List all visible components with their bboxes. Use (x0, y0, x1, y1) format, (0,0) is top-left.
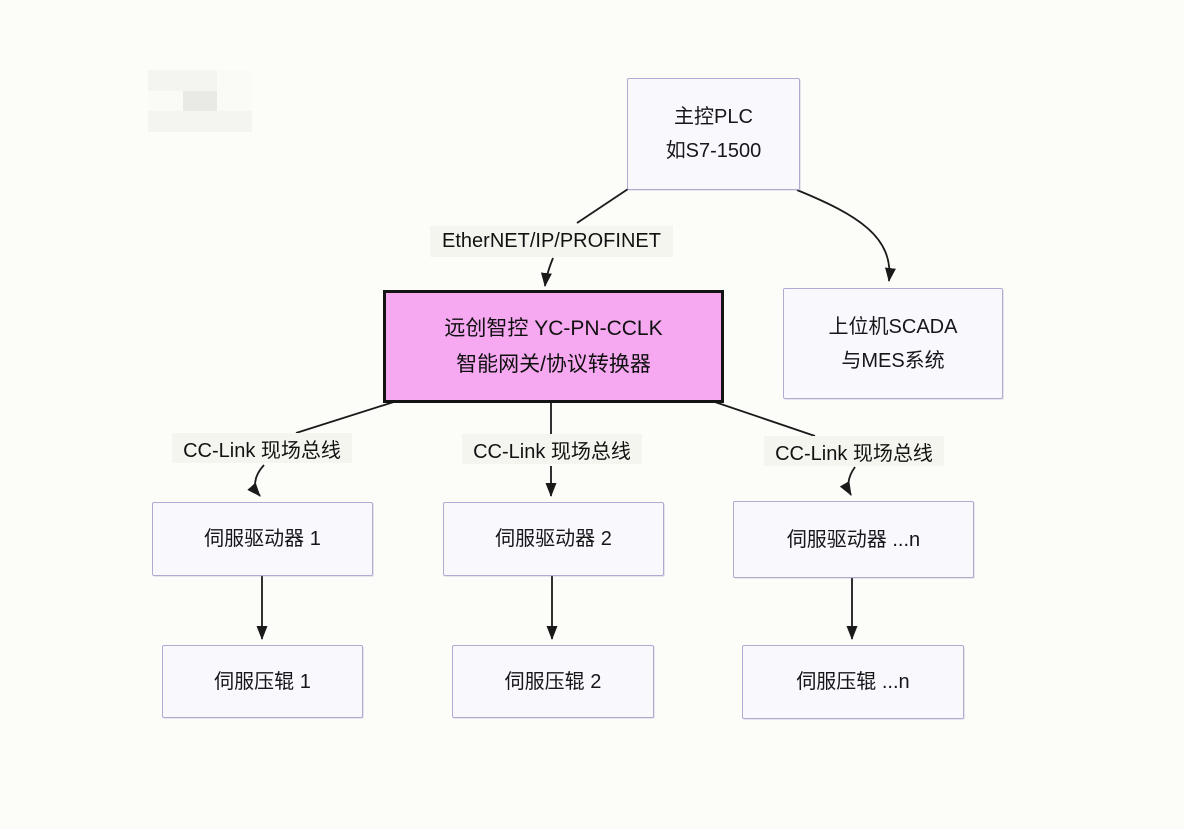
watermark-block (182, 111, 218, 132)
node-servo-drive-2-label: 伺服驱动器 2 (495, 528, 612, 550)
node-servo-roller-1: 伺服压辊 1 (162, 645, 363, 718)
node-servo-drive-1: 伺服驱动器 1 (152, 502, 373, 576)
node-master-plc: 主控PLC 如S7-1500 (627, 78, 800, 190)
edge-cclink-right-to-driveN (839, 466, 856, 496)
edge-label-cclink-mid: CC-Link 现场总线 (462, 434, 642, 464)
node-gateway-line2: 智能网关/协议转换器 (456, 352, 651, 376)
edge-ethernet-label-to-gateway (540, 257, 554, 287)
edge-cclink-left-to-drive1 (247, 464, 265, 497)
node-master-plc-line2: 如S7-1500 (665, 140, 762, 162)
edge-gateway-to-cclink-left (295, 399, 401, 434)
edge-label-ethernet: EtherNET/IP/PROFINET (430, 226, 673, 257)
node-scada-mes: 上位机SCADA 与MES系统 (783, 288, 1003, 399)
node-servo-roller-n: 伺服压辊 ...n (742, 645, 964, 719)
watermark-block (148, 111, 183, 132)
watermark-block (182, 70, 218, 91)
watermark-mosaic (148, 70, 252, 132)
watermark-block (182, 90, 218, 112)
node-servo-drive-2: 伺服驱动器 2 (443, 502, 664, 576)
node-gateway: 远创智控 YC-PN-CCLK 智能网关/协议转换器 (383, 290, 724, 403)
watermark-block (148, 90, 183, 112)
node-servo-roller-2-label: 伺服压辊 2 (504, 670, 602, 693)
node-servo-roller-1-label: 伺服压辊 1 (214, 670, 311, 693)
node-servo-drive-n: 伺服驱动器 ...n (733, 501, 974, 578)
node-scada-mes-line2: 与MES系统 (841, 349, 945, 372)
node-servo-drive-1-label: 伺服驱动器 1 (204, 528, 321, 550)
edge-gateway-to-cclink-right (705, 398, 816, 437)
watermark-block (217, 111, 252, 132)
watermark-block (217, 90, 252, 112)
watermark-block (148, 70, 183, 91)
edge-plc-to-ethernet-label (576, 188, 629, 224)
edge-label-cclink-left: CC-Link 现场总线 (172, 433, 352, 463)
watermark-block (217, 70, 252, 91)
node-scada-mes-line1: 上位机SCADA (828, 315, 958, 338)
node-master-plc-line1: 主控PLC (674, 106, 753, 128)
node-servo-drive-n-label: 伺服驱动器 ...n (786, 528, 921, 551)
edge-label-cclink-right: CC-Link 现场总线 (764, 436, 944, 466)
node-servo-roller-2: 伺服压辊 2 (452, 645, 654, 718)
node-servo-roller-n-label: 伺服压辊 ...n (796, 671, 910, 693)
node-gateway-line1: 远创智控 YC-PN-CCLK (444, 316, 663, 340)
edge-plc-to-scada (796, 189, 896, 282)
